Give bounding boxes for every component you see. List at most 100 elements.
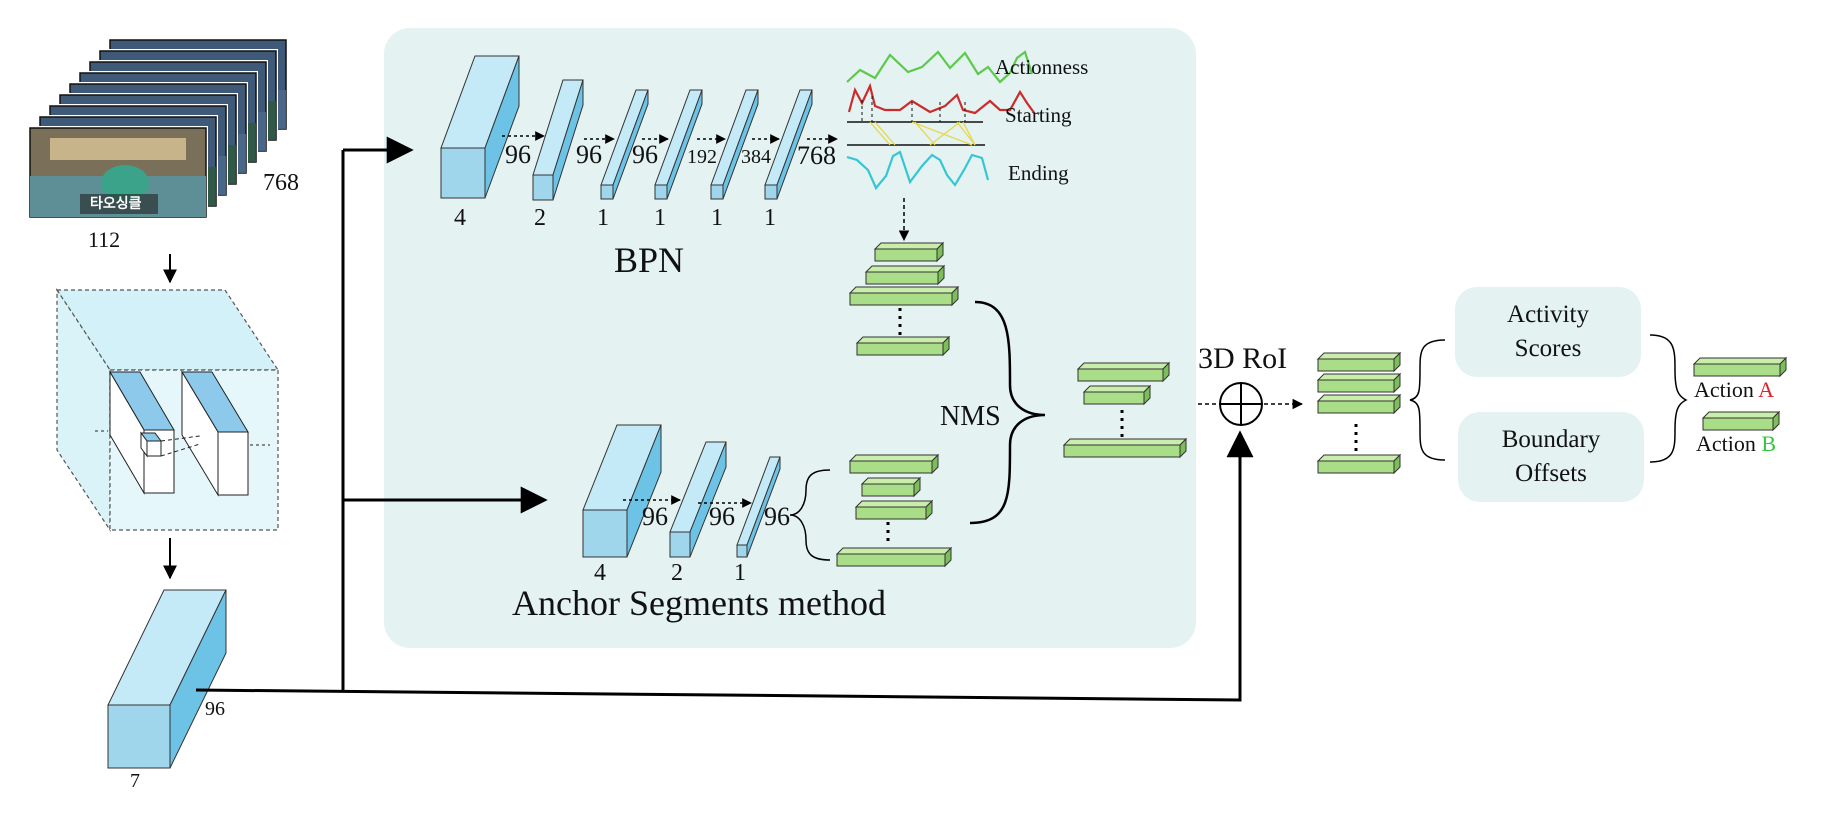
starting-label: Starting: [1005, 103, 1072, 127]
merged-proposal-3-top: [1062, 438, 1188, 446]
actions-brace: [1649, 334, 1688, 463]
action-b-label: Action B: [1696, 431, 1776, 456]
bpn-proposal-1-front: [874, 248, 938, 262]
roi-feature-1-front: [1317, 358, 1395, 372]
frame-banner: [50, 138, 186, 160]
boundary-links: [869, 121, 976, 146]
bpn-proposal-3-top: [848, 286, 960, 294]
bpn-cuboid-2-front: [532, 174, 554, 201]
anchor-network: 96 96 96 4 2 1 Anchor Segments method: [512, 424, 886, 623]
anchor-proposal-1-front: [849, 460, 933, 474]
bpn-channel-label-4: 192: [687, 146, 717, 168]
boundary-link-6: [929, 121, 961, 146]
boundary-offsets-line2: Offsets: [1515, 460, 1587, 487]
video-height-label: 112: [88, 227, 120, 252]
anchor-channel-label-2: 96: [709, 502, 735, 531]
bpn-proposal-2: [864, 264, 946, 286]
roi-feature-2-front: [1317, 379, 1395, 393]
bpn-size-label-3: 1: [597, 205, 609, 231]
ending-label: Ending: [1008, 161, 1069, 185]
merged-proposal-1-front: [1077, 368, 1164, 382]
bpn-proposal-1-top: [873, 242, 945, 250]
merged-proposal-1: [1076, 361, 1171, 383]
merged-proposal-1-top: [1076, 362, 1171, 370]
bpn-size-label-5: 1: [711, 205, 723, 231]
bpn-cuboid-3: [600, 89, 649, 200]
bpn-cuboid-4-front: [654, 184, 668, 200]
bpn-channel-label-1: 96: [505, 140, 531, 169]
bpn-cuboid-6-front: [764, 184, 778, 200]
boundary-offsets-head: Boundary Offsets: [1458, 412, 1644, 502]
feature-route-line: [195, 430, 1254, 702]
anchor-proposal-2: [860, 476, 922, 498]
roi-feature-1: [1316, 351, 1402, 373]
bpn-channel-label-6: 768: [797, 141, 836, 170]
actionness-curve: [846, 50, 1034, 84]
anchor-proposal-3-front: [855, 506, 927, 520]
starting-curve: [847, 82, 1036, 115]
activity-scores-line2: Scores: [1515, 335, 1582, 362]
feature-cuboid: 96 7: [107, 589, 227, 792]
start-markers: [861, 96, 966, 122]
bpn-proposal-2-top: [864, 265, 946, 273]
feature-depth-label: 96: [205, 698, 225, 720]
boundary-offsets-box: [1458, 412, 1644, 502]
boundary-link-1: [869, 121, 891, 146]
nms-label: NMS: [940, 401, 1001, 432]
action-b-prefix: Action: [1696, 431, 1761, 456]
roi-label: 3D RoI: [1198, 342, 1287, 375]
bpn-cuboid-5-front: [710, 184, 724, 200]
anchor-cuboid-2: [669, 441, 727, 558]
roi-feature-3: [1316, 393, 1402, 415]
action-a-bar-front: [1693, 363, 1781, 377]
anchor-cuboid-1: [582, 424, 662, 558]
anchor-proposal-4-top: [835, 547, 953, 555]
merged-proposal-3-front: [1063, 444, 1181, 458]
boundary-link-3: [911, 121, 973, 146]
anchor-size-label-2: 2: [671, 560, 683, 586]
anchor-proposal-2-front: [861, 483, 915, 497]
activity-scores-head: Activity Scores: [1455, 287, 1641, 377]
bpn-size-label-6: 1: [764, 205, 776, 231]
bpn-proposal-4-top: [855, 336, 951, 344]
anchor-channel-label-3: 96: [764, 502, 790, 531]
bpn-channel-label-2: 96: [576, 140, 602, 169]
bpn-proposal-3: [848, 285, 960, 307]
action-outputs: Action A Action B: [1694, 377, 1776, 456]
video-frame-1: [28, 126, 208, 219]
anchor-proposal-4-front: [836, 553, 946, 567]
activity-scores-line1: Activity: [1507, 301, 1589, 328]
merged-proposal-2: [1082, 384, 1152, 406]
roi-feature-1-top: [1316, 352, 1402, 360]
roi-feature-2: [1316, 372, 1402, 394]
anchor-proposal-1-top: [848, 454, 940, 462]
bpn-cuboid-1: [440, 55, 520, 199]
roi-feature-3-front: [1317, 400, 1395, 414]
action-a-label: Action A: [1694, 377, 1774, 402]
actionness-label: Actionness: [995, 55, 1088, 79]
merged-proposal-2-front: [1083, 391, 1145, 405]
bpn-cuboid-2: [532, 79, 584, 201]
action-b-bar: [1701, 410, 1781, 432]
boundary-offsets-line1: Boundary: [1502, 426, 1601, 453]
roi-feature-4-top: [1316, 454, 1402, 462]
action-b-bar-front: [1702, 417, 1774, 431]
bpn-cuboid-1-front: [440, 147, 486, 199]
filter-right-front: [217, 431, 249, 496]
anchor-proposal-3: [854, 499, 934, 521]
boundary-link-5: [956, 121, 976, 146]
frame-caption: 타오싱클: [90, 196, 142, 212]
roi-feature-4: [1316, 453, 1402, 475]
kernel-cube-side: [140, 431, 148, 458]
bpn-curves: Actionness Starting Ending: [846, 50, 1088, 242]
anchor-proposal-1: [848, 453, 940, 475]
action-a-prefix: Action: [1694, 377, 1758, 402]
anchor-brace: [789, 469, 831, 561]
anchor-proposal-3-top: [854, 500, 934, 508]
action-a-bar: [1692, 356, 1788, 378]
bpn-cuboid-6: [764, 89, 813, 200]
frame-caption-bg: [80, 194, 158, 214]
bpn-cuboid-3-front: [600, 184, 614, 200]
feature-width-label: 7: [130, 770, 140, 792]
